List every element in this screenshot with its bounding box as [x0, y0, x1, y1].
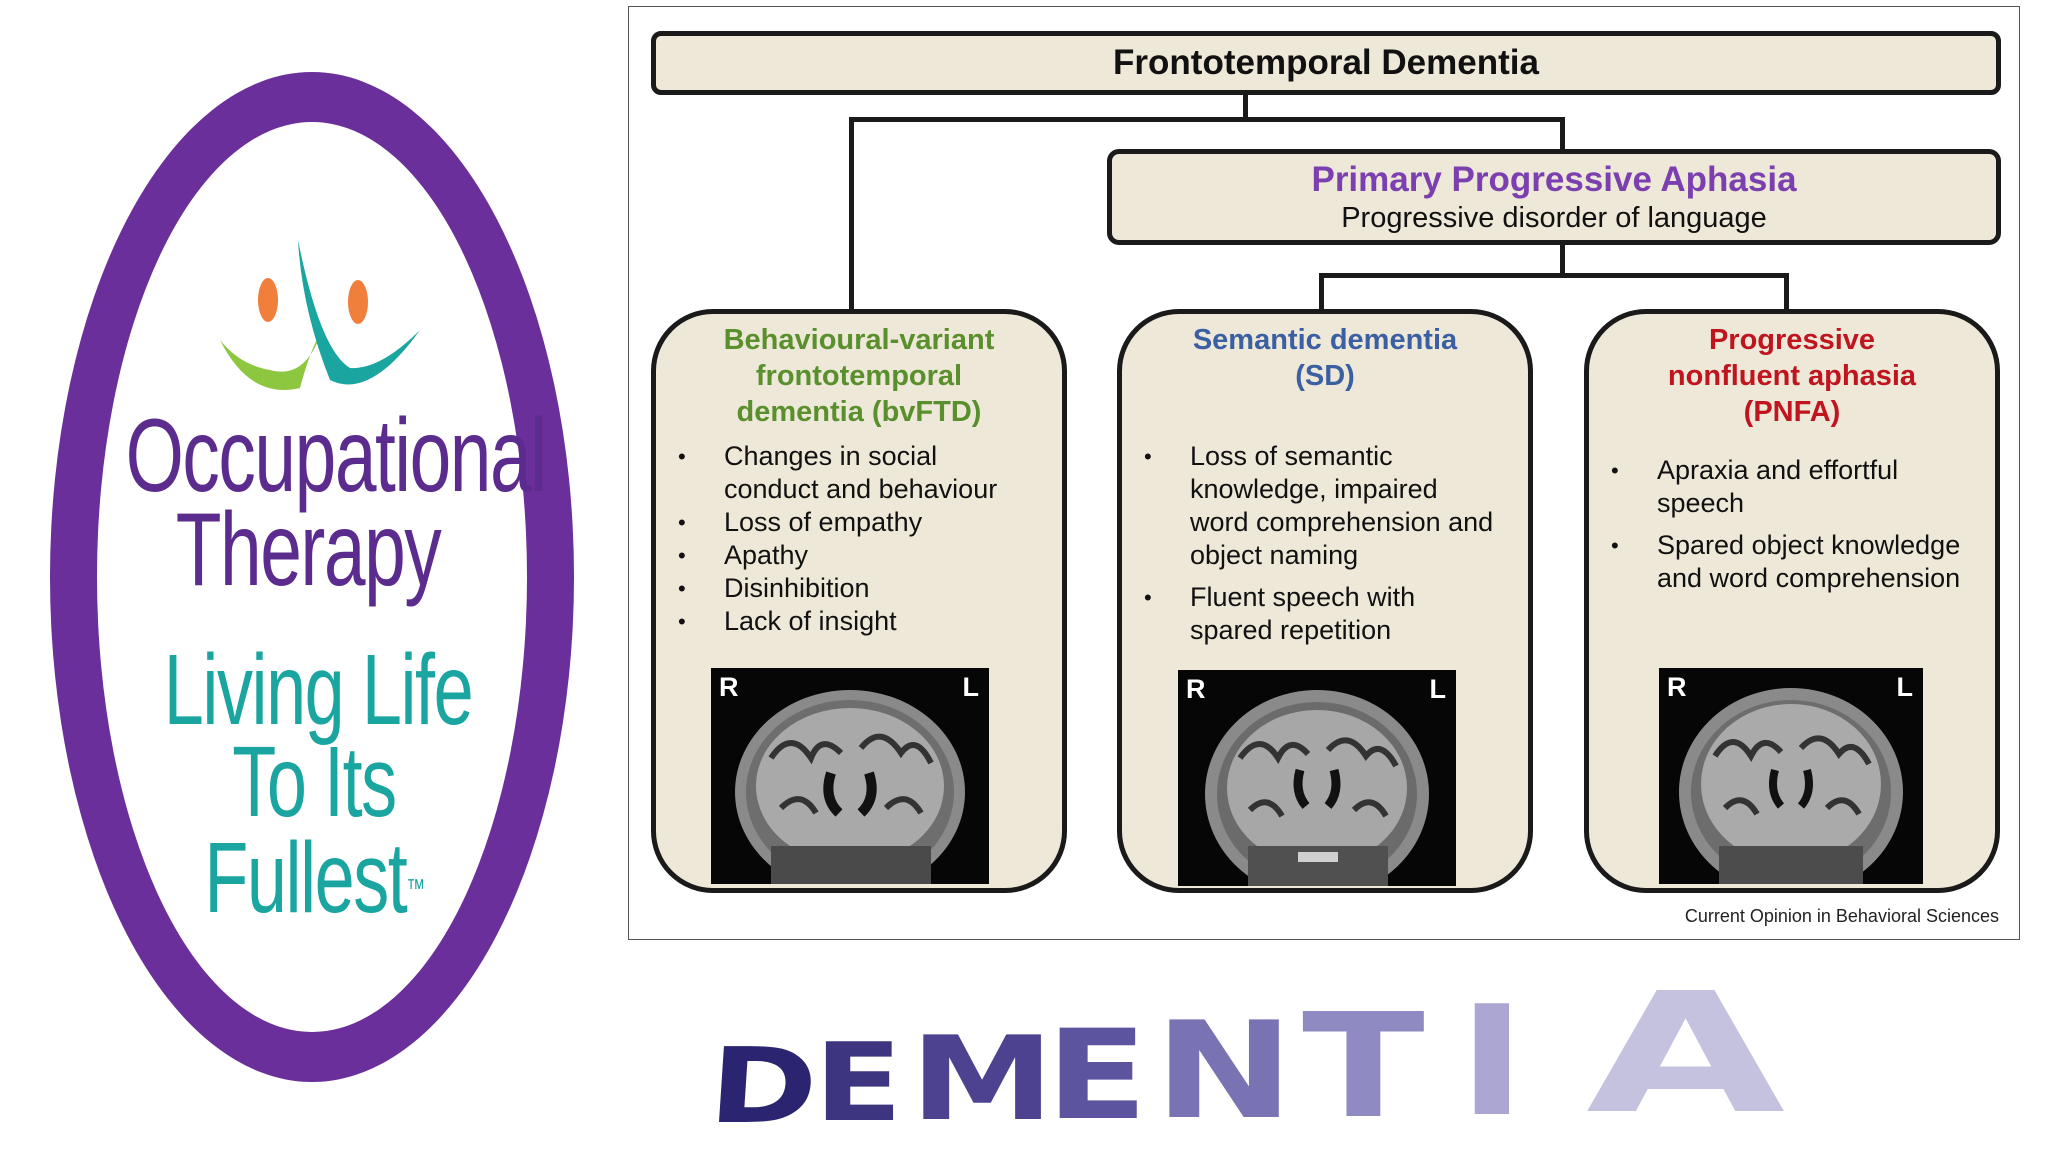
- mri-label-right-hemisphere: R: [719, 672, 739, 702]
- bullet-item: • Disinhibition: [666, 572, 1054, 605]
- wordart-letter: E: [1046, 1004, 1148, 1148]
- title-line: Behavioural-variant: [723, 324, 995, 356]
- connector-ppa-below: [1560, 245, 1565, 277]
- bullet-dot-icon: •: [1144, 585, 1152, 610]
- mri-label-left-hemisphere: L: [1896, 672, 1914, 702]
- logo-line-occupational: Occupational: [125, 398, 547, 514]
- bullet-text: Loss of empathy: [724, 507, 923, 537]
- logo-line-therapy: Therapy: [175, 492, 442, 608]
- bullet-text: knowledge, impaired: [1190, 474, 1438, 504]
- brain-scan-icon: [1679, 688, 1903, 884]
- mri-label-left-hemisphere: L: [1429, 674, 1447, 704]
- title-line: Semantic dementia: [1192, 324, 1458, 356]
- connector-top-horizontal: [849, 117, 1565, 122]
- wordart-letter: D: [705, 1025, 822, 1147]
- bullet-text: Spared object knowledge: [1657, 530, 1961, 560]
- brain-scan-icon: [735, 690, 965, 884]
- bullet-dot-icon: •: [678, 510, 686, 535]
- bullet-text: Lack of insight: [724, 606, 897, 636]
- variant-title: Progressive nonfluent aphasia (PNFA): [1599, 322, 1985, 430]
- connector-sd-down: [1319, 273, 1324, 311]
- bullet-dot-icon: •: [678, 543, 686, 568]
- mri-label-right-hemisphere: R: [1667, 672, 1687, 702]
- variant-title: Semantic dementia (SD): [1132, 322, 1518, 394]
- logo-ring-icon: [50, 72, 582, 1092]
- logo-tagline-text: To Its Fullest: [204, 726, 407, 934]
- mri-label-right-hemisphere: R: [1186, 674, 1206, 704]
- bullet-item: • Apathy: [666, 539, 1054, 572]
- ppa-title: Primary Progressive Aphasia: [1311, 160, 1797, 199]
- connector-ppa-horizontal: [1319, 273, 1789, 278]
- connector-root-down: [1243, 95, 1248, 121]
- title-line: (SD): [1295, 360, 1355, 392]
- logo-line-to-its-fullest: To Its Fullest™: [120, 732, 509, 928]
- bullet-dot-icon: •: [678, 576, 686, 601]
- mri-scan-image: R L: [1659, 668, 1923, 884]
- variant-pnfa: Progressive nonfluent aphasia (PNFA) • Ap…: [1584, 309, 2000, 893]
- title-line: Progressive: [1708, 324, 1876, 356]
- mri-scan-image: R L: [711, 668, 989, 884]
- bullet-text: Fluent speech with: [1190, 582, 1416, 612]
- bullet-text: spared repetition: [1190, 615, 1392, 645]
- variant-title: Behavioural-variant frontotemporal demen…: [666, 322, 1052, 430]
- trademark-symbol: ™: [406, 873, 425, 903]
- bullet-text: conduct and behaviour: [724, 474, 998, 504]
- bullet-text: speech: [1657, 488, 1745, 518]
- bullet-dot-icon: •: [678, 609, 686, 634]
- mri-label-left-hemisphere: L: [962, 672, 980, 702]
- bullet-text: Loss of semantic: [1190, 441, 1393, 471]
- bullet-text: Changes in social: [724, 441, 938, 471]
- connector-pnfa-down: [1784, 273, 1789, 311]
- source-credit: Current Opinion in Behavioral Sciences: [1684, 906, 1999, 926]
- bullet-dot-icon: •: [678, 444, 686, 469]
- variant-bvftd: Behavioural-variant frontotemporal demen…: [651, 309, 1067, 893]
- wordart-letter: M: [910, 1012, 1055, 1147]
- bullet-text: Apathy: [724, 540, 809, 570]
- title-line: (PNFA): [1743, 396, 1841, 428]
- ppa-subtitle: Progressive disorder of language: [1341, 202, 1767, 234]
- title-line: frontotemporal: [755, 360, 963, 392]
- mri-scan-image: R L: [1178, 670, 1456, 886]
- wordart-letter: N: [1154, 993, 1295, 1149]
- wordart-letter: I: [1458, 973, 1526, 1150]
- connector-bvftd-down: [849, 117, 854, 311]
- title-line: dementia (bvFTD): [736, 396, 982, 428]
- variant-sd: Semantic dementia (SD) • Loss of semantic…: [1117, 309, 1533, 893]
- bullet-dot-icon: •: [1144, 444, 1152, 469]
- occupational-therapy-logo: Occupational Therapy Living Life To Its …: [50, 62, 590, 1102]
- wordart-letter: A: [1586, 958, 1786, 1151]
- connector-ppa-down: [1560, 117, 1565, 151]
- root-box: Frontotemporal Dementia: [651, 31, 2001, 95]
- root-title: Frontotemporal Dementia: [1113, 43, 1539, 82]
- bullet-dot-icon: •: [1611, 458, 1619, 483]
- bullet-text: Apraxia and effortful: [1657, 455, 1899, 485]
- logo-line-living-life: Living Life: [163, 634, 474, 746]
- ppa-box: Primary Progressive Aphasia Progressive …: [1107, 149, 2001, 245]
- bullet-dot-icon: •: [1611, 533, 1619, 558]
- bullet-text: and word comprehension: [1657, 563, 1961, 593]
- wordart-letter: E: [814, 1021, 903, 1146]
- wordart-letter: T: [1302, 982, 1425, 1150]
- brain-scan-icon: [1205, 690, 1429, 886]
- bullet-text: object naming: [1190, 540, 1359, 570]
- bullet-text: word comprehension and: [1190, 507, 1494, 537]
- bullet-item: • Loss of empathy: [666, 506, 1054, 539]
- people-swoosh-icon: [220, 240, 420, 390]
- bullet-text: Disinhibition: [724, 573, 870, 603]
- dementia-wordart: D E M E N T I A: [705, 972, 2026, 1152]
- title-line: nonfluent aphasia: [1667, 360, 1917, 392]
- ftd-diagram: Frontotemporal Dementia Primary Progress…: [628, 6, 2020, 940]
- bullet-item: • Lack of insight: [666, 605, 1054, 638]
